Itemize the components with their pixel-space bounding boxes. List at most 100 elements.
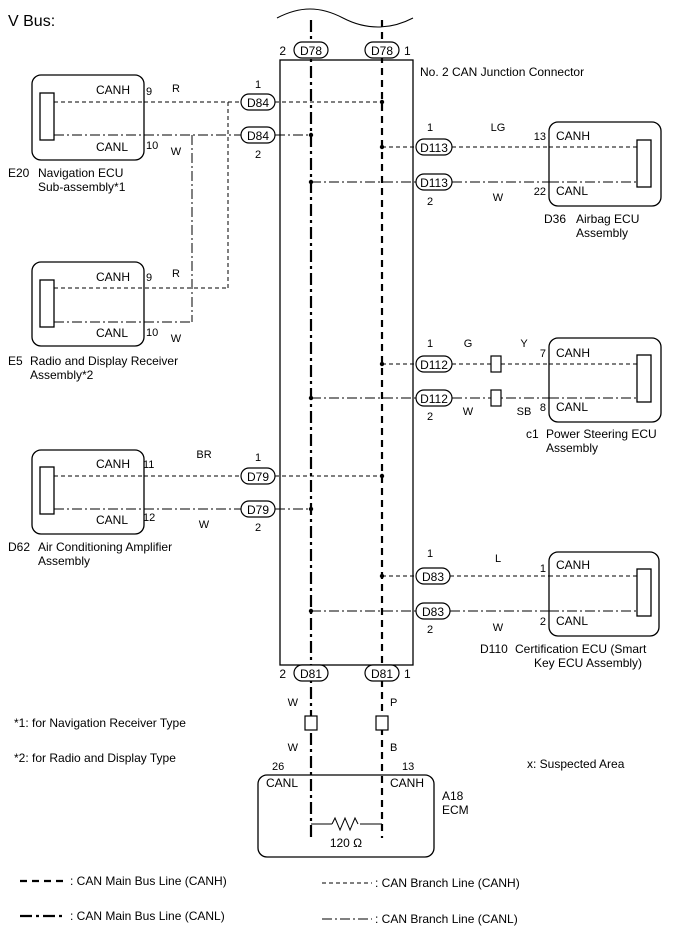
svg-text:D112: D112 <box>420 392 448 406</box>
svg-text:CANH: CANH <box>556 346 590 360</box>
svg-text:12: 12 <box>143 512 155 524</box>
svg-text:13: 13 <box>534 131 546 143</box>
svg-text:P: P <box>390 697 397 709</box>
break-symbol <box>276 8 414 28</box>
legend-branch-canl: : CAN Branch Line (CANL) <box>375 912 518 926</box>
svg-text:Y: Y <box>520 338 528 350</box>
connector-d84 <box>240 93 276 111</box>
svg-text:Air Conditioning Amplifier: Air Conditioning Amplifier <box>38 540 172 554</box>
splice-dot <box>308 132 314 138</box>
inline-connector <box>304 715 318 731</box>
svg-text:Certification ECU (Smart: Certification ECU (Smart <box>515 642 647 656</box>
svg-text:CANL: CANL <box>266 776 298 790</box>
svg-text:CANH: CANH <box>96 83 130 97</box>
svg-text:CANH: CANH <box>96 270 130 284</box>
svg-text:D36: D36 <box>544 212 566 226</box>
svg-text:E5: E5 <box>8 354 23 368</box>
svg-text:10: 10 <box>146 327 158 339</box>
note-1: *1: for Navigation Receiver Type <box>14 716 186 730</box>
connector-d81-right <box>364 664 400 682</box>
svg-text:2: 2 <box>540 616 546 628</box>
svg-text:c1: c1 <box>526 427 539 441</box>
legend-main-canh: : CAN Main Bus Line (CANH) <box>70 874 227 888</box>
svg-text:CANL: CANL <box>96 326 128 340</box>
svg-text:CANH: CANH <box>556 129 590 143</box>
svg-text:W: W <box>463 406 474 418</box>
svg-text:1: 1 <box>427 548 433 560</box>
svg-text:Airbag ECU: Airbag ECU <box>576 212 639 226</box>
diagram-title: V Bus: <box>8 13 55 30</box>
svg-text:LG: LG <box>491 122 506 134</box>
svg-text:CANL: CANL <box>96 513 128 527</box>
svg-text:D83: D83 <box>422 605 444 619</box>
suspected-mark <box>171 97 181 140</box>
legend-main-canl: : CAN Main Bus Line (CANL) <box>70 909 225 923</box>
connector-d79 <box>240 500 276 518</box>
ecu-e20: CANH CANL 9 10 E20 Navigation ECU Sub-as… <box>8 74 158 194</box>
svg-text:SB: SB <box>517 406 532 418</box>
ecu-d62: CANH CANL 11 12 D62 Air Conditioning Amp… <box>8 449 172 568</box>
svg-text:R: R <box>172 83 180 95</box>
svg-text:13: 13 <box>402 761 414 773</box>
svg-text:D81: D81 <box>300 667 322 681</box>
svg-text:1: 1 <box>255 452 261 464</box>
svg-text:CANL: CANL <box>556 400 588 414</box>
svg-text:W: W <box>199 519 210 531</box>
svg-text:10: 10 <box>146 140 158 152</box>
suspected-mark <box>306 697 387 800</box>
svg-text:D79: D79 <box>247 470 269 484</box>
legend-branch-canh: : CAN Branch Line (CANH) <box>375 876 520 890</box>
svg-text:D78: D78 <box>300 44 322 58</box>
svg-text:W: W <box>171 333 182 345</box>
svg-text:1: 1 <box>427 122 433 134</box>
svg-text:D113: D113 <box>420 141 448 155</box>
svg-text:D78: D78 <box>371 44 393 58</box>
svg-text:E20: E20 <box>8 166 30 180</box>
svg-text:A18: A18 <box>442 789 464 803</box>
svg-text:1: 1 <box>427 338 433 350</box>
suspected-mark <box>493 142 503 187</box>
svg-text:2: 2 <box>427 624 433 636</box>
svg-text:G: G <box>464 338 473 350</box>
connector-d81-left <box>293 664 329 682</box>
svg-text:CANH: CANH <box>556 558 590 572</box>
svg-text:2: 2 <box>255 149 261 161</box>
svg-text:W: W <box>288 697 299 709</box>
svg-text:120 Ω: 120 Ω <box>330 836 362 850</box>
legend: : CAN Main Bus Line (CANH) : CAN Main Bu… <box>20 874 520 926</box>
svg-text:2: 2 <box>255 522 261 534</box>
svg-text:7: 7 <box>540 348 546 360</box>
pin-label: 1 <box>404 44 411 58</box>
svg-text:2: 2 <box>427 196 433 208</box>
svg-text:W: W <box>171 146 182 158</box>
svg-text:Power Steering ECU: Power Steering ECU <box>546 427 657 441</box>
svg-text:D112: D112 <box>420 358 448 372</box>
svg-text:D84: D84 <box>247 129 269 143</box>
svg-text:8: 8 <box>540 402 546 414</box>
svg-text:CANL: CANL <box>556 614 588 628</box>
svg-text:CANH: CANH <box>96 457 130 471</box>
svg-text:W: W <box>493 622 504 634</box>
svg-text:11: 11 <box>143 459 154 471</box>
svg-text:D110: D110 <box>480 642 508 656</box>
svg-text:26: 26 <box>272 761 284 773</box>
resistor-symbol <box>331 816 359 832</box>
ecu-d110: CANH CANL 1 2 D110 Certification ECU (Sm… <box>480 551 660 670</box>
svg-text:Assembly: Assembly <box>546 441 598 455</box>
svg-text:9: 9 <box>146 86 152 98</box>
svg-text:Assembly: Assembly <box>38 554 90 568</box>
svg-text:L: L <box>495 553 501 565</box>
svg-text:D62: D62 <box>8 540 30 554</box>
junction-connector-box <box>279 59 414 666</box>
svg-text:R: R <box>172 268 180 280</box>
svg-text:W: W <box>288 742 299 754</box>
svg-text:Sub-assembly*1: Sub-assembly*1 <box>38 180 126 194</box>
suspected-mark <box>199 471 209 514</box>
connector-d84 <box>240 126 276 144</box>
ecu-e5: CANH CANL 9 10 R W E5 Radio and Display … <box>8 261 228 382</box>
svg-text:D113: D113 <box>420 176 448 190</box>
pin-label: 2 <box>279 667 286 681</box>
svg-text:CANL: CANL <box>96 140 128 154</box>
inline-connector <box>490 389 502 407</box>
